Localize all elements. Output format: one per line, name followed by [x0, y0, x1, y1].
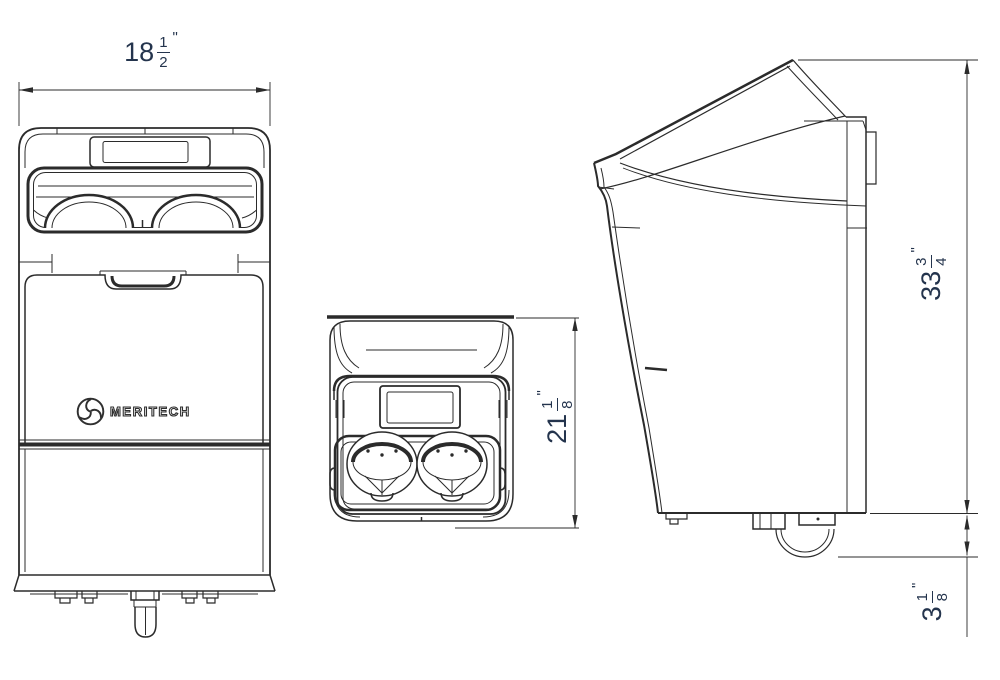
front-width-dimension-lines: [18, 82, 271, 126]
dim-fraction: 3 4: [912, 255, 950, 268]
dim-fraction: 1 2: [157, 33, 170, 71]
drain-clearance-dimension-lines: [964, 515, 970, 637]
wash-cylinder-left: [346, 431, 418, 502]
depth-dimension-lines: [455, 317, 579, 529]
triskelion-circle-icon: [76, 397, 105, 425]
dim-front-width-label: 18 1 2 ": [111, 29, 191, 75]
dim-depth-label: 21 1 8 ": [534, 382, 580, 452]
wash-cylinder-right: [416, 431, 488, 502]
dim-fraction: 1 8: [913, 590, 951, 604]
front-view-drawing: [13, 127, 276, 638]
dim-height-label: 33 3 4 ": [908, 239, 954, 309]
inch-mark: ": [908, 247, 925, 253]
height-dimension-lines: [798, 59, 978, 558]
display-screen-top: [379, 385, 461, 429]
side-foot: [665, 513, 688, 525]
lower-cabinet: [13, 283, 276, 595]
display-screen: [89, 136, 211, 168]
drain-trap: [752, 513, 836, 558]
inch-mark: ": [909, 582, 926, 588]
dim-whole: 21: [541, 413, 572, 444]
dim-whole: 18: [124, 36, 155, 67]
dim-whole: 3: [916, 606, 947, 622]
wash-basin-top: [329, 434, 506, 512]
inch-mark: ": [534, 390, 551, 396]
drain-pipe: [130, 591, 160, 638]
door-panel: [24, 270, 264, 444]
door-handle: [110, 275, 176, 288]
brand-logo: MERITECH: [74, 394, 191, 428]
feet: [54, 591, 219, 604]
wash-chamber-opening: [26, 166, 264, 234]
top-view-drawing: [327, 315, 514, 522]
inch-mark: ": [172, 29, 178, 46]
dim-fraction: 1 8: [538, 398, 576, 411]
dim-drain-clearance-label: 3 1 8 ": [909, 571, 955, 633]
brand-name: MERITECH: [109, 403, 191, 419]
dim-whole: 33: [915, 270, 946, 301]
side-view-drawing: [593, 58, 877, 558]
